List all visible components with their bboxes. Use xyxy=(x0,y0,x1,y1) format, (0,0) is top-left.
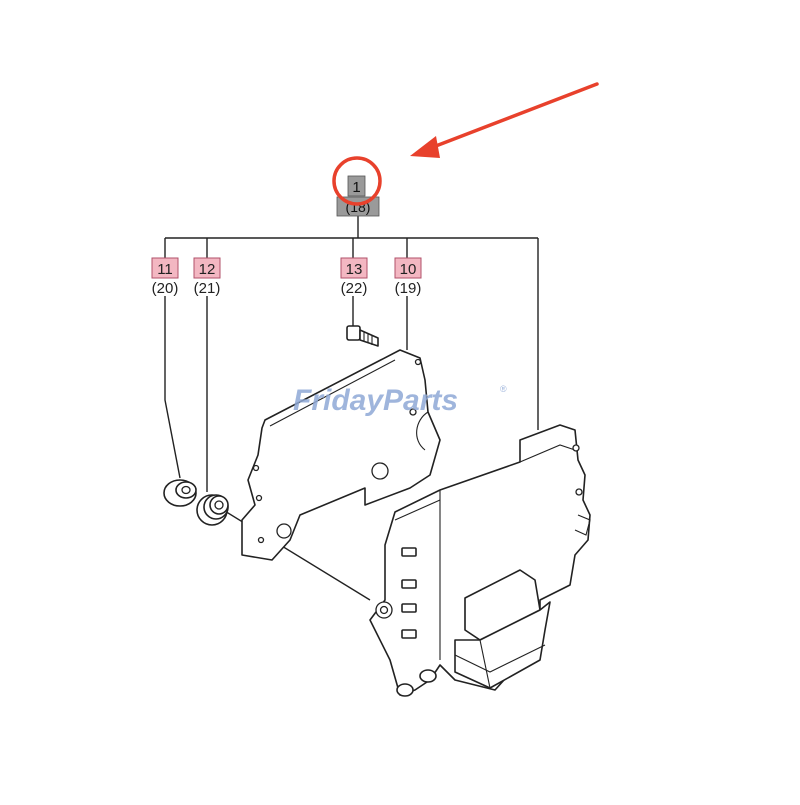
callout-11-qty: (20) xyxy=(152,280,179,297)
watermark-registered: ® xyxy=(500,384,507,394)
watermark-text: FridayParts xyxy=(293,384,458,417)
callout-10-number: 10 xyxy=(400,261,417,278)
callout-10-qty: (19) xyxy=(395,280,422,297)
callout-13-qty: (22) xyxy=(341,280,368,297)
grommet-part xyxy=(163,479,197,507)
bolt-part xyxy=(346,325,379,347)
callout-main-box xyxy=(347,175,366,197)
callout-12: 12 (21) xyxy=(193,257,221,297)
callout-11-number: 11 xyxy=(157,261,173,278)
callout-main-number: 1 xyxy=(352,179,360,196)
washer-part xyxy=(196,494,229,526)
leader-lines xyxy=(164,216,539,601)
callout-12-qty: (21) xyxy=(194,280,221,297)
callout-11: 11 (20) xyxy=(151,257,179,297)
highlight-circle xyxy=(332,156,382,206)
watermark-logo: FridayParts ® xyxy=(293,384,507,417)
callout-10-box xyxy=(394,257,422,279)
callout-11-box xyxy=(151,257,179,279)
callout-13-number: 13 xyxy=(346,261,363,278)
highlight-arrow xyxy=(410,82,599,158)
callout-13: 13 (22) xyxy=(340,257,368,297)
callout-12-number: 12 xyxy=(199,261,216,278)
callout-10: 10 (19) xyxy=(394,257,422,297)
controller-part xyxy=(369,424,591,697)
callout-12-box xyxy=(193,257,221,279)
callout-13-box xyxy=(340,257,368,279)
bracket-part xyxy=(241,349,441,561)
